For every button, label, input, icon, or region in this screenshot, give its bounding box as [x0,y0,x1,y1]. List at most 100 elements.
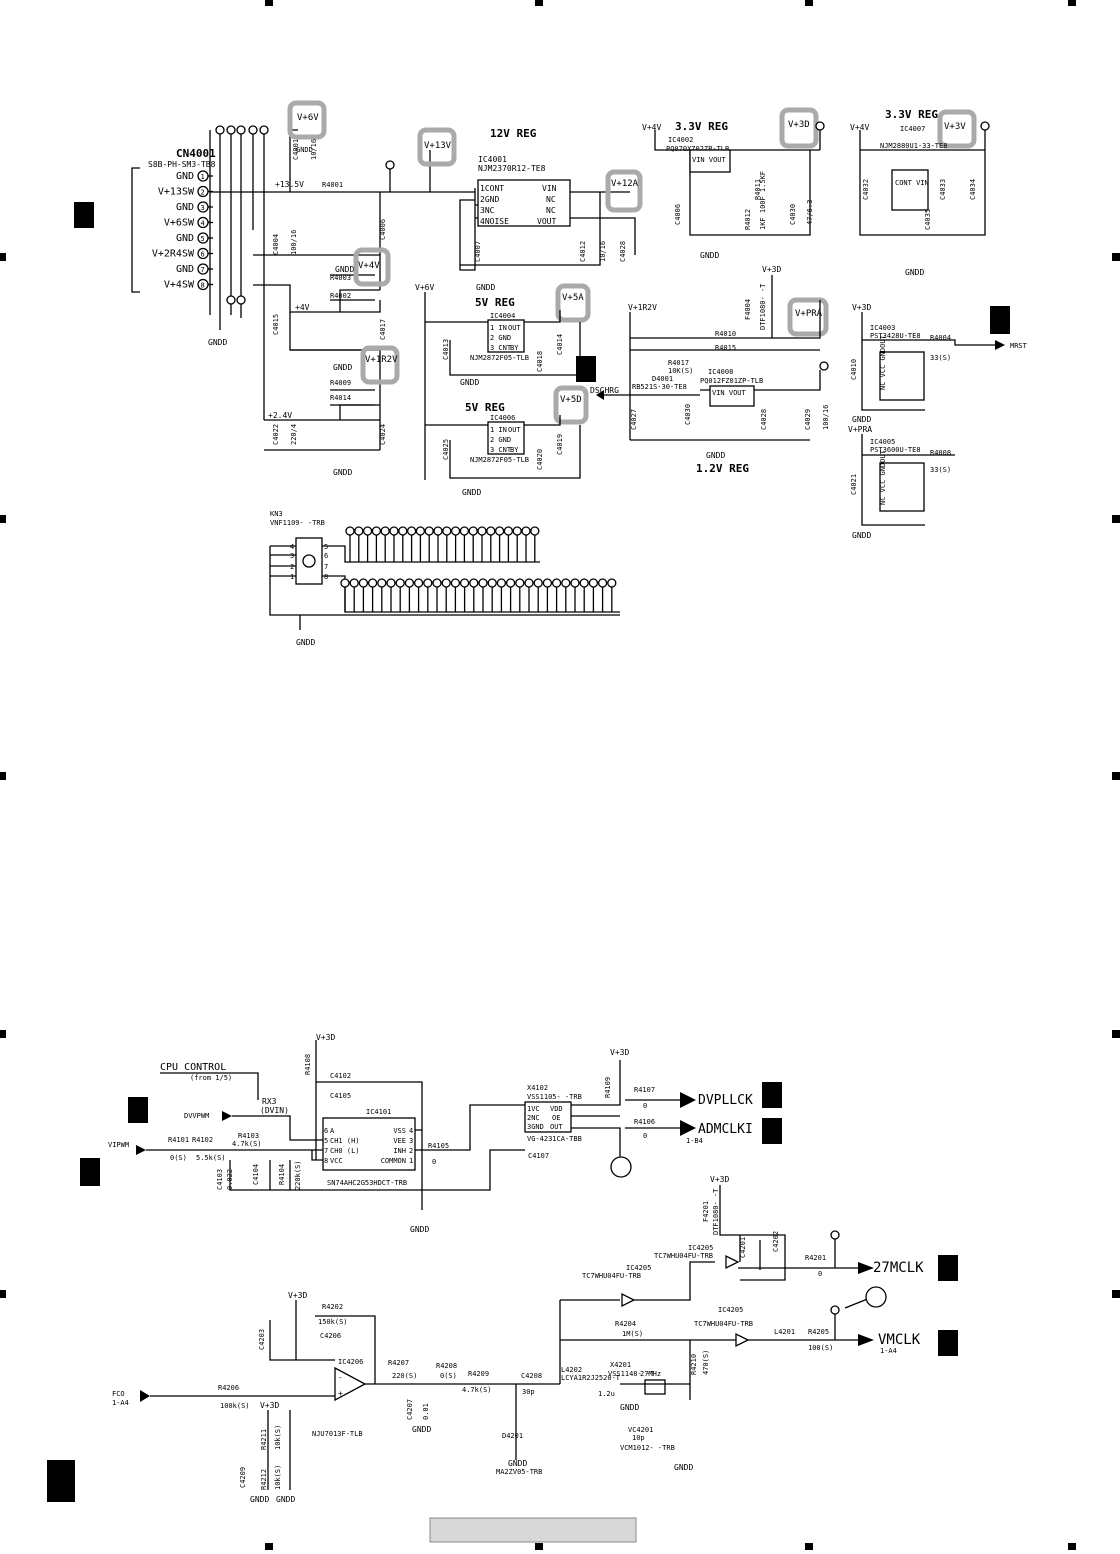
kn3-test-point [340,578,350,588]
reg33b-pins: CONT VIN [895,179,929,187]
kn3-pin-number: 5 [324,543,328,551]
r4014-label: R4014 [330,394,351,402]
r4210-label: R4210 [690,1354,698,1375]
gnd-label-vco1: GNDD [250,1495,269,1504]
ic4101-right-pin-number: 2 [409,1147,413,1155]
r4201-label: R4201 [805,1254,826,1262]
ic4101-ref: IC4101 [366,1108,391,1116]
c4020-label: C4020 [536,449,544,470]
c4034-label: C4034 [969,179,977,200]
r4205-value: 100(S) [808,1344,833,1352]
vco-v3d: V+3D [288,1291,307,1300]
mrst-label: MRST [1010,342,1028,350]
x4201-label: X4201 [610,1361,631,1369]
r4103-label: R4103 [238,1132,259,1140]
reg33b-part: NJM2880U1-33-TE8 [880,142,947,150]
kn3-part: VNF1109- -TRB [270,519,325,527]
ic4101-left-pin-number: 5 [324,1137,328,1145]
kn3-test-point [496,578,507,588]
r4004-label: R4004 [930,334,951,342]
r4205-label: R4205 [808,1328,829,1336]
gnd-label-reg33b: GNDD [905,268,924,277]
cn4001-pin-label: V+6SW [164,218,195,229]
svg-text:+: + [338,1389,343,1398]
ic4003-pins: NC VCC GNDOUT [879,334,887,390]
kn3-test-point [380,526,390,536]
cpu-control-sub: (from 1/5) [190,1074,232,1082]
section-markers [47,202,1010,1543]
kn3-pin-number: 8 [324,573,328,581]
vc4201-label: VC4201 [628,1426,653,1434]
r4008-value: 33(S) [930,466,951,474]
kn3-test-point [469,578,479,588]
vc4201-value: 10p [632,1434,645,1442]
rail-tag-v4: V+4V [358,261,380,271]
r4011-values: 1KF 100F 1.5KF [759,171,767,230]
r4104-value: 220k(S) [294,1160,302,1190]
x4102-v3d: V+3D [610,1048,629,1057]
sig-fco-sub: 1-A4 [112,1399,129,1407]
vco-v3d-2: V+3D [260,1401,279,1410]
reg5a-title: 5V REG [475,296,515,309]
reg5b-out: OUT [508,426,521,434]
rail-4v: +4V [295,303,310,312]
reg12v-title: 1.2V REG [696,462,749,475]
c4027-label: C4027 [630,409,638,430]
reg12-pin8: VIN [542,184,557,193]
reg33b-input: V+4V [850,123,869,132]
reg5a-out: OUT [508,324,521,332]
r4008-label: R4008 [930,449,951,457]
c4208-value: 30p [522,1388,535,1396]
c4107-label: C4107 [528,1152,549,1160]
reg12-ic: IC4001 [478,155,507,164]
kn3-test-point [398,526,408,536]
ic4101-v3d: V+3D [316,1033,335,1042]
kn3-pin-number: 4 [290,543,294,551]
c4209-label: C4209 [239,1467,247,1488]
gnd-label-reset2: GNDD [852,531,871,540]
c4029-value: 100/16 [822,405,830,430]
r4101-value: 0(S) [170,1154,187,1162]
gnd-label-vco4: GNDD [508,1459,527,1468]
c4006-label: C4006 [379,219,387,240]
reg12v-part: PQ012FZ01ZP-TLB [700,377,763,385]
r4207-value: 220(S) [392,1372,417,1380]
c4004-label: C4004 [272,234,280,255]
kn3-test-point [358,578,369,588]
sig-fco: FCO [112,1390,125,1398]
c4029-label: C4029 [804,409,812,430]
reg12-pin1: 1CONT [480,184,504,193]
sig-dvpwm: DVVPWM [184,1112,209,1120]
x4201-value: 27MHz [640,1370,661,1378]
c4030-label: C4030 [789,204,797,225]
kn3-test-point [561,578,571,588]
rx3-label: RX3 [262,1097,277,1106]
ic4101-right-pin: COMMON [381,1157,406,1165]
c4206-label: C4206 [320,1332,341,1340]
c4105-label: C4105 [330,1092,351,1100]
kn3-test-point [533,578,543,588]
ic4206-part: NJU7013F-TLB [312,1430,363,1438]
sig-dvpllck: DVPLLCK [698,1093,753,1108]
reg12-pin2: 2GND [480,195,499,204]
gnd-label-reg5b: GNDD [462,488,481,497]
ic4101-right-pin: VSS [393,1127,406,1135]
ic4003-part: PST3428U-TE8 [870,332,921,340]
ic4101-right-pin: VEE [393,1137,406,1145]
reg12-pin7: NC [546,195,556,204]
kn3-test-point [524,578,534,588]
reg5b-title: 5V REG [465,401,505,414]
kn3-test-point [487,578,497,588]
d4001-label: D4001 [652,375,673,383]
ic4205-ref-c: IC4205 [718,1306,743,1314]
reg5a-pin3: 3 CNT [490,344,512,352]
c4001-value: 10/16 [310,139,318,160]
sig-admclki: ADMCLKI [698,1122,753,1137]
r4209-label: R4209 [468,1370,489,1378]
r4107-label: R4107 [634,1086,655,1094]
r4012-label: R4012 [744,209,752,230]
rail-2v4: +2.4V [268,411,292,420]
c4021-label: C4021 [850,474,858,495]
kn3-test-point [386,578,396,588]
